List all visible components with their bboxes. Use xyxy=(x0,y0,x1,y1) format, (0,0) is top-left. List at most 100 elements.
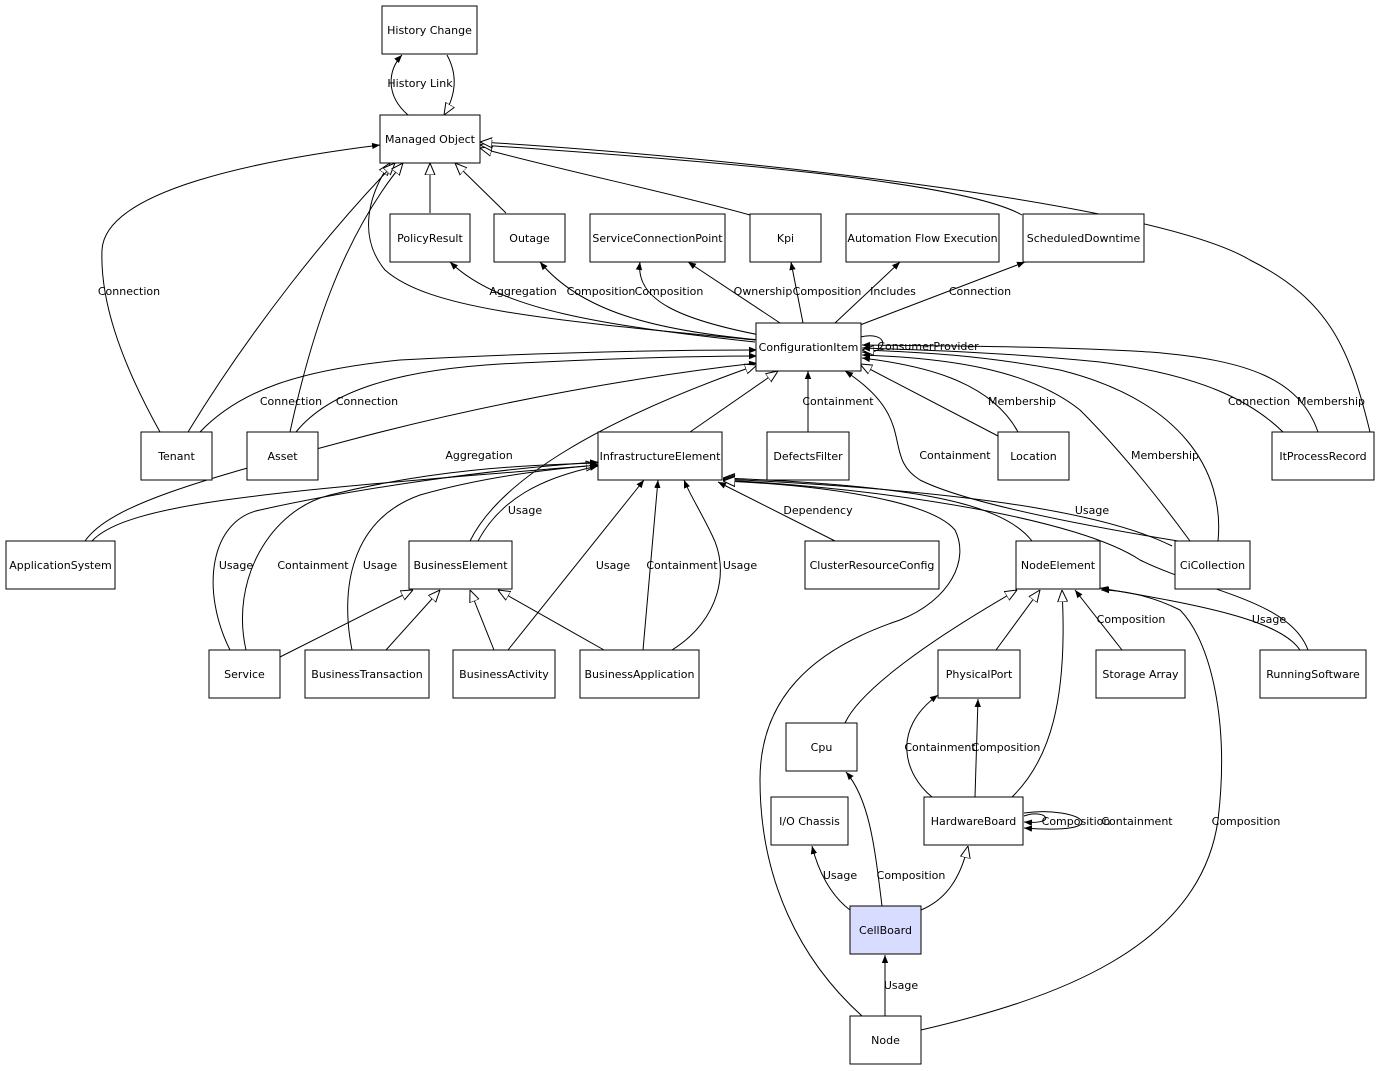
node-managed-object[interactable]: Managed Object xyxy=(379,114,481,164)
node-label: ScheduledDowntime xyxy=(1027,232,1141,245)
node-service[interactable]: Service xyxy=(208,649,281,699)
node-label: NodeElement xyxy=(1021,559,1096,572)
edge-label-bapp-containment: Containment xyxy=(646,559,718,572)
node-label: ConfigurationItem xyxy=(759,341,859,354)
edge-label-asset-ci: Connection xyxy=(336,395,398,408)
node-policy-result[interactable]: PolicyResult xyxy=(389,213,471,263)
node-configuration-item[interactable]: ConfigurationItem xyxy=(755,322,862,372)
edge-businessapplication-businesselement xyxy=(498,590,605,651)
edge-ci-outage: Composition xyxy=(539,261,761,341)
edge-label-cb-cpu: Composition xyxy=(877,869,946,882)
edge-hardwareboard-self: Composition Containment xyxy=(1023,811,1173,832)
edge-node-cellboard: Usage xyxy=(881,955,918,1016)
edge-label-hb-pp-composition: Composition xyxy=(972,741,1041,754)
node-label: ClusterResourceConfig xyxy=(810,559,935,572)
node-label: BusinessActivity xyxy=(459,668,549,681)
edge-outage-managedobject xyxy=(455,163,507,214)
node-label: Managed Object xyxy=(385,133,476,146)
node-location[interactable]: Location xyxy=(997,431,1070,481)
edge-cellboard-cpu: Composition xyxy=(845,771,946,907)
edge-cicollection-ci-general xyxy=(862,350,1220,542)
node-defects-filter[interactable]: DefectsFilter xyxy=(766,431,850,481)
node-label: Automation Flow Execution xyxy=(847,232,997,245)
node-node-element[interactable]: NodeElement xyxy=(1015,540,1101,590)
node-label: BusinessApplication xyxy=(585,668,695,681)
edge-ci-automationflowexecution: Includes xyxy=(834,261,916,324)
node-asset[interactable]: Asset xyxy=(246,431,319,481)
edge-kpi-managedobject xyxy=(480,148,751,216)
node-outage[interactable]: Outage xyxy=(493,213,566,263)
node-business-activity[interactable]: BusinessActivity xyxy=(452,649,556,699)
edge-history-link: History Link xyxy=(387,54,454,115)
node-label: History Change xyxy=(387,24,472,37)
node-running-software[interactable]: RunningSoftware xyxy=(1259,649,1367,699)
node-label: InfrastructureElement xyxy=(600,450,721,463)
edge-tenant-managedobject-connection: Connection xyxy=(98,142,381,433)
node-label: Service xyxy=(224,668,265,681)
node-io-chassis[interactable]: I/O Chassis xyxy=(770,796,849,846)
edge-label-ba-usage: Usage xyxy=(596,559,631,572)
node-cluster-resource-config[interactable]: ClusterResourceConfig xyxy=(804,540,940,590)
node-label: Outage xyxy=(509,232,550,245)
edge-businesselement-ci xyxy=(469,365,757,542)
edge-label-ci-afe: Includes xyxy=(870,285,916,298)
edge-itprocessrecord-managedobject xyxy=(480,142,1371,433)
node-label: BusinessElement xyxy=(413,559,508,572)
edge-businesselement-ie-usage: Usage xyxy=(477,464,599,542)
node-label: CellBoard xyxy=(859,924,912,937)
node-it-process-record[interactable]: ItProcessRecord xyxy=(1271,431,1375,481)
edge-label-cicol-ie-usage: Usage xyxy=(1075,504,1110,517)
edge-businesstransaction-ie-usage: Usage xyxy=(347,462,599,651)
edge-service-businesselement xyxy=(279,590,413,658)
edge-cpu-nodeelement xyxy=(844,590,1017,724)
node-infrastructure-element[interactable]: InfrastructureElement xyxy=(597,431,723,481)
edge-label-bt-usage: Usage xyxy=(363,559,398,572)
node-business-transaction[interactable]: BusinessTransaction xyxy=(304,649,430,699)
edge-label-ci-outage: Composition xyxy=(567,285,636,298)
edge-businessapplication-ie-containment: Containment xyxy=(642,479,718,651)
edge-label-history-link: History Link xyxy=(387,77,453,90)
edge-label-appsys: Aggregation xyxy=(445,449,512,462)
node-automation-flow-execution[interactable]: Automation Flow Execution xyxy=(845,213,1000,263)
edge-label-location: Membership xyxy=(988,395,1056,408)
node-cpu[interactable]: Cpu xyxy=(785,722,858,772)
edge-itprocessrecord-ci-connection: Connection xyxy=(861,345,1290,433)
node-label: I/O Chassis xyxy=(779,815,840,828)
node-label: HardwareBoard xyxy=(931,815,1016,828)
edge-scheduleddowntime-managedobject xyxy=(480,145,1023,216)
edge-location-ci-general xyxy=(860,364,999,437)
edge-label-ci-kpi: Composition xyxy=(793,285,862,298)
node-business-application[interactable]: BusinessApplication xyxy=(579,649,700,699)
edge-runningsoftware-ie xyxy=(723,480,1309,651)
edge-cellboard-iochassis: Usage xyxy=(810,845,857,911)
node-hardware-board[interactable]: HardwareBoard xyxy=(923,796,1024,846)
node-storage-array[interactable]: Storage Array xyxy=(1095,649,1186,699)
node-scheduled-downtime[interactable]: ScheduledDowntime xyxy=(1022,213,1145,263)
node-physical-port[interactable]: PhysicalPort xyxy=(937,649,1021,699)
edge-label-rs-usage: Usage xyxy=(1252,613,1287,626)
node-kpi[interactable]: Kpi xyxy=(749,213,822,263)
node-business-element[interactable]: BusinessElement xyxy=(408,540,513,590)
node-tenant[interactable]: Tenant xyxy=(140,431,213,481)
edge-label-ci-scp-ownership: Ownership xyxy=(734,285,793,298)
node-label: CiCollection xyxy=(1180,559,1245,572)
node-ci-collection[interactable]: CiCollection xyxy=(1174,540,1251,590)
edge-label-tenant-connection: Connection xyxy=(98,285,160,298)
edge-label-node-ne: Composition xyxy=(1212,815,1281,828)
edge-tenant-managedobject-general xyxy=(187,163,395,433)
edge-physicalport-nodeelement xyxy=(995,590,1040,651)
edge-itprocessrecord-ci-membership: Membership xyxy=(861,341,1365,433)
edge-clusterresourceconfig-ie: Dependency xyxy=(717,481,853,542)
edge-cellboard-hardwareboard xyxy=(920,846,968,911)
node-label: Node xyxy=(871,1034,900,1047)
edge-service-ie-containment: Containment xyxy=(242,460,599,651)
node-history-change[interactable]: History Change xyxy=(381,5,478,55)
node-node[interactable]: Node xyxy=(849,1015,922,1065)
node-application-system[interactable]: ApplicationSystem xyxy=(5,540,116,590)
node-service-connection-point[interactable]: ServiceConnectionPoint xyxy=(589,213,726,263)
edge-hardwareboard-physicalport-containment: Containment xyxy=(904,694,976,798)
edge-node-ie xyxy=(723,481,961,1017)
node-label: ApplicationSystem xyxy=(9,559,111,572)
edge-ci-scheduleddowntime: Connection xyxy=(859,261,1026,326)
node-cell-board[interactable]: CellBoard xyxy=(849,905,922,955)
